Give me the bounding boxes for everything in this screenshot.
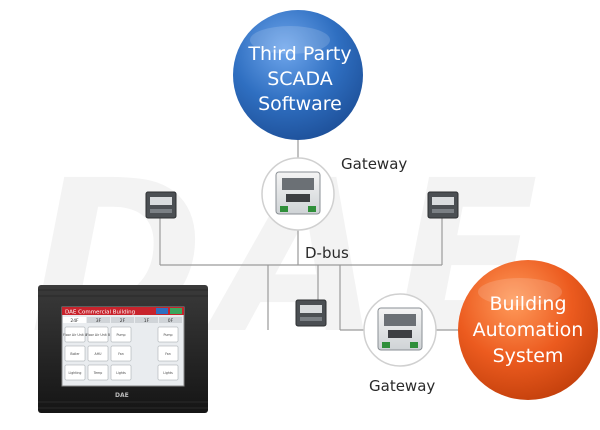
panel-brand-logo: DAE [115, 392, 129, 399]
panel-title: DAE Commercial Building [65, 310, 135, 316]
panel-tab[interactable] [135, 317, 158, 323]
panel-control-button[interactable] [64, 345, 86, 362]
panel-control-label: AHU [95, 352, 103, 356]
gateway-device-top [261, 157, 335, 231]
panel-control-button[interactable] [87, 326, 109, 343]
scada-label-line-3: Software [258, 93, 342, 115]
panel-tab[interactable] [87, 317, 110, 323]
controller-device-right [427, 191, 459, 219]
bas-label-line-2: Automation [473, 319, 584, 341]
panel-tab[interactable] [159, 317, 182, 323]
panel-control-button[interactable] [157, 345, 179, 362]
panel-tab[interactable] [111, 317, 134, 323]
panel-tab-label: 2F [120, 318, 126, 324]
panel-control-label: Pump [163, 333, 172, 337]
panel-tab-label: 1F [144, 318, 150, 324]
scada-label: Third Party SCADA Software [247, 43, 351, 115]
bas-label: Building Automation System [473, 293, 584, 367]
panel-control-label: Floor Air Unit B [86, 333, 110, 337]
panel-control-button[interactable] [110, 364, 132, 381]
touch-panel-hmi: DAE Commercial Building 24F 3F 2F 1F 0F Floo… [38, 285, 208, 413]
panel-tab-bar: 24F 3F 2F 1F 0F [63, 317, 182, 324]
bas-label-line-1: Building [489, 293, 566, 315]
scada-software-node [233, 10, 363, 140]
panel-control-button[interactable] [64, 326, 86, 343]
panel-control-label: Temp [93, 371, 103, 375]
panel-control-label: Pump [116, 333, 125, 337]
panel-control-label: Fan [165, 352, 171, 356]
panel-tab-label: 0F [168, 318, 174, 324]
panel-tab-label: 24F [70, 318, 79, 324]
panel-tab[interactable] [63, 317, 86, 323]
panel-control-button[interactable] [157, 364, 179, 381]
dbus-lines [159, 140, 460, 331]
panel-control-label: Floor Air Unit A [63, 333, 88, 337]
dbus-label: D-bus [305, 244, 349, 262]
gateway-label-bottom: Gateway [369, 377, 435, 395]
bas-label-line-3: System [493, 345, 564, 367]
controller-device-left [145, 191, 177, 219]
gateway-device-bottom [363, 293, 437, 367]
panel-control-button[interactable] [110, 345, 132, 362]
scada-label-line-2: SCADA [267, 68, 333, 90]
panel-control-button[interactable] [87, 364, 109, 381]
gateway-label-top: Gateway [341, 155, 407, 173]
panel-control-label: Boiler [70, 352, 80, 356]
scada-label-line-1: Third Party [247, 43, 351, 65]
panel-control-button[interactable] [87, 345, 109, 362]
controller-device-middle [295, 299, 327, 327]
panel-control-label: Lights [163, 371, 173, 375]
panel-control-button[interactable] [157, 326, 179, 343]
panel-control-label: Lighting [69, 371, 82, 375]
panel-control-label: Lights [116, 371, 126, 375]
panel-control-button[interactable] [64, 364, 86, 381]
panel-control-label: Fan [118, 352, 124, 356]
panel-control-button[interactable] [110, 326, 132, 343]
building-automation-node [458, 260, 598, 400]
panel-tab-label: 3F [96, 318, 102, 324]
